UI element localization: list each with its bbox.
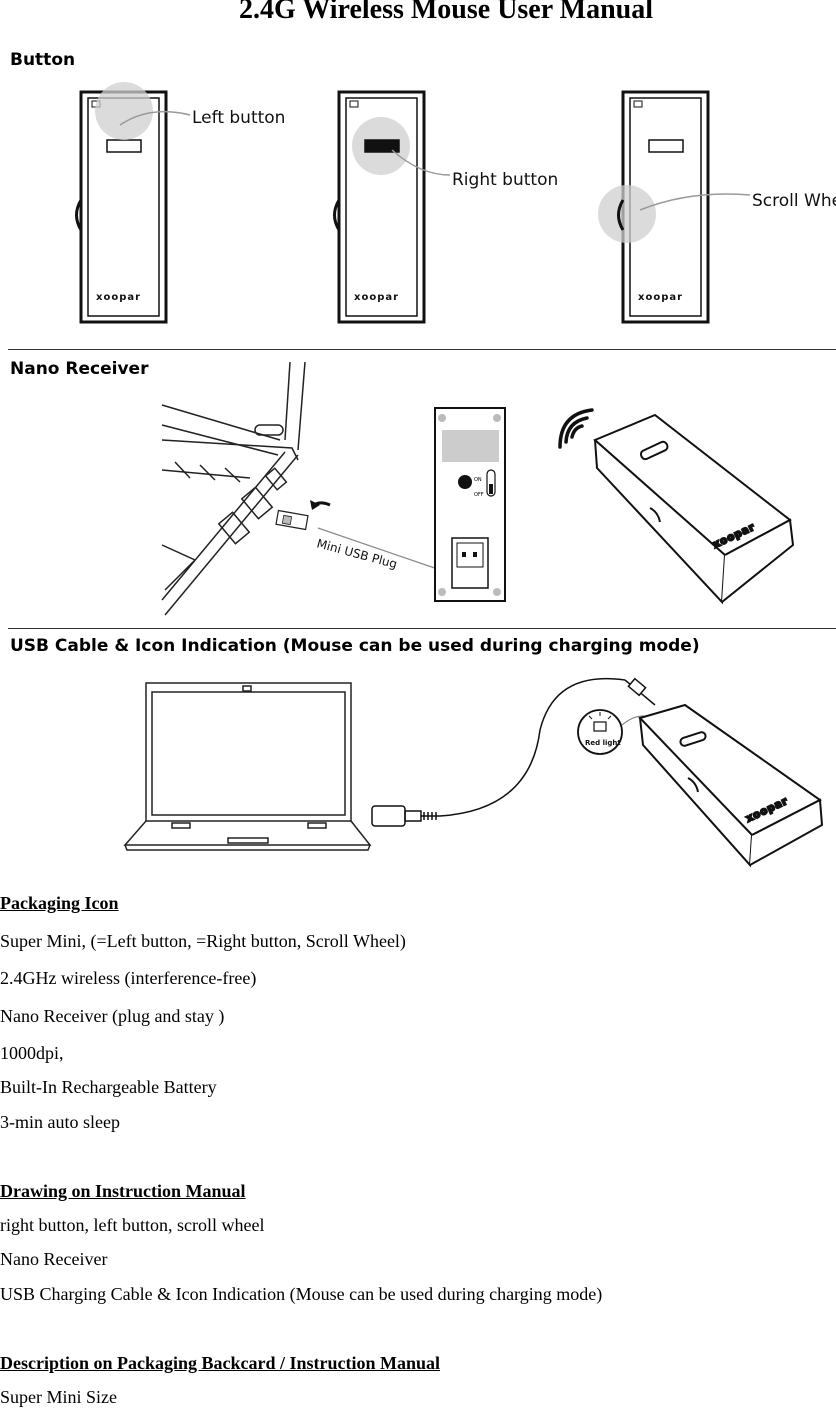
brand-label: xoopar	[96, 292, 141, 303]
mini-usb-plug-illustration	[275, 509, 309, 531]
packaging-line: Nano Receiver (plug and stay )	[0, 1006, 225, 1026]
mouse-bottom-illustration: ON OFF	[434, 407, 506, 602]
switch-on-label: ON	[474, 477, 482, 483]
drawing-line: right button, left button, scroll wheel	[0, 1215, 265, 1235]
packaging-line: 3-min auto sleep	[0, 1112, 120, 1132]
packaging-icon-heading: Packaging Icon	[0, 893, 119, 913]
packaging-line: 1000dpi,	[0, 1043, 64, 1063]
usb-section-heading: USB Cable & Icon Indication (Mouse can b…	[10, 636, 700, 656]
laptop-illustration	[123, 682, 372, 851]
button-diagram: xoopar Left button xoopar Right button x…	[75, 82, 836, 324]
switch-off-label: OFF	[474, 492, 484, 498]
laptop-corner-illustration	[161, 361, 306, 616]
callout-left-button: Left button	[192, 108, 285, 128]
mouse-3d-charging-illustration: xoopar	[638, 703, 824, 868]
receiver-section-heading: Nano Receiver	[10, 359, 149, 379]
mouse-right-button-illustration: xoopar Right button	[333, 90, 558, 324]
receiver-diagram: Mini USB Plug ON OFF xoopar	[161, 361, 795, 616]
wireless-signal-icon	[558, 408, 594, 449]
red-light-label: Red light	[585, 739, 621, 747]
section-divider	[8, 349, 836, 350]
mouse-3d-illustration: xoopar	[593, 413, 795, 605]
drawing-line: USB Charging Cable & Icon Indication (Mo…	[0, 1284, 603, 1304]
callout-right-button: Right button	[452, 170, 558, 190]
mouse-scroll-wheel-illustration: xoopar Scroll Wheel	[598, 90, 836, 324]
document-title: 2.4G Wireless Mouse User Manual	[238, 0, 654, 25]
drawing-line: Nano Receiver	[0, 1249, 108, 1269]
description-heading: Description on Packaging Backcard / Inst…	[0, 1353, 441, 1373]
packaging-line: Super Mini, (=Left button, =Right button…	[0, 931, 406, 951]
packaging-line: Built-In Rechargeable Battery	[0, 1077, 217, 1097]
brand-label: xoopar	[638, 292, 683, 303]
brand-label: xoopar	[354, 292, 399, 303]
drawing-heading: Drawing on Instruction Manual	[0, 1181, 246, 1201]
description-line: Super Mini Size	[0, 1387, 117, 1407]
usb-charging-diagram: Red light xoopar	[123, 677, 824, 868]
section-divider	[8, 628, 836, 629]
mouse-left-button-illustration: xoopar Left button	[75, 82, 285, 324]
callout-scroll-wheel: Scroll Wheel	[752, 191, 836, 211]
button-section-heading: Button	[10, 50, 76, 70]
packaging-line: 2.4GHz wireless (interference-free)	[0, 968, 257, 988]
red-light-indicator: Red light	[577, 709, 656, 755]
usb-cable-illustration	[371, 677, 656, 827]
